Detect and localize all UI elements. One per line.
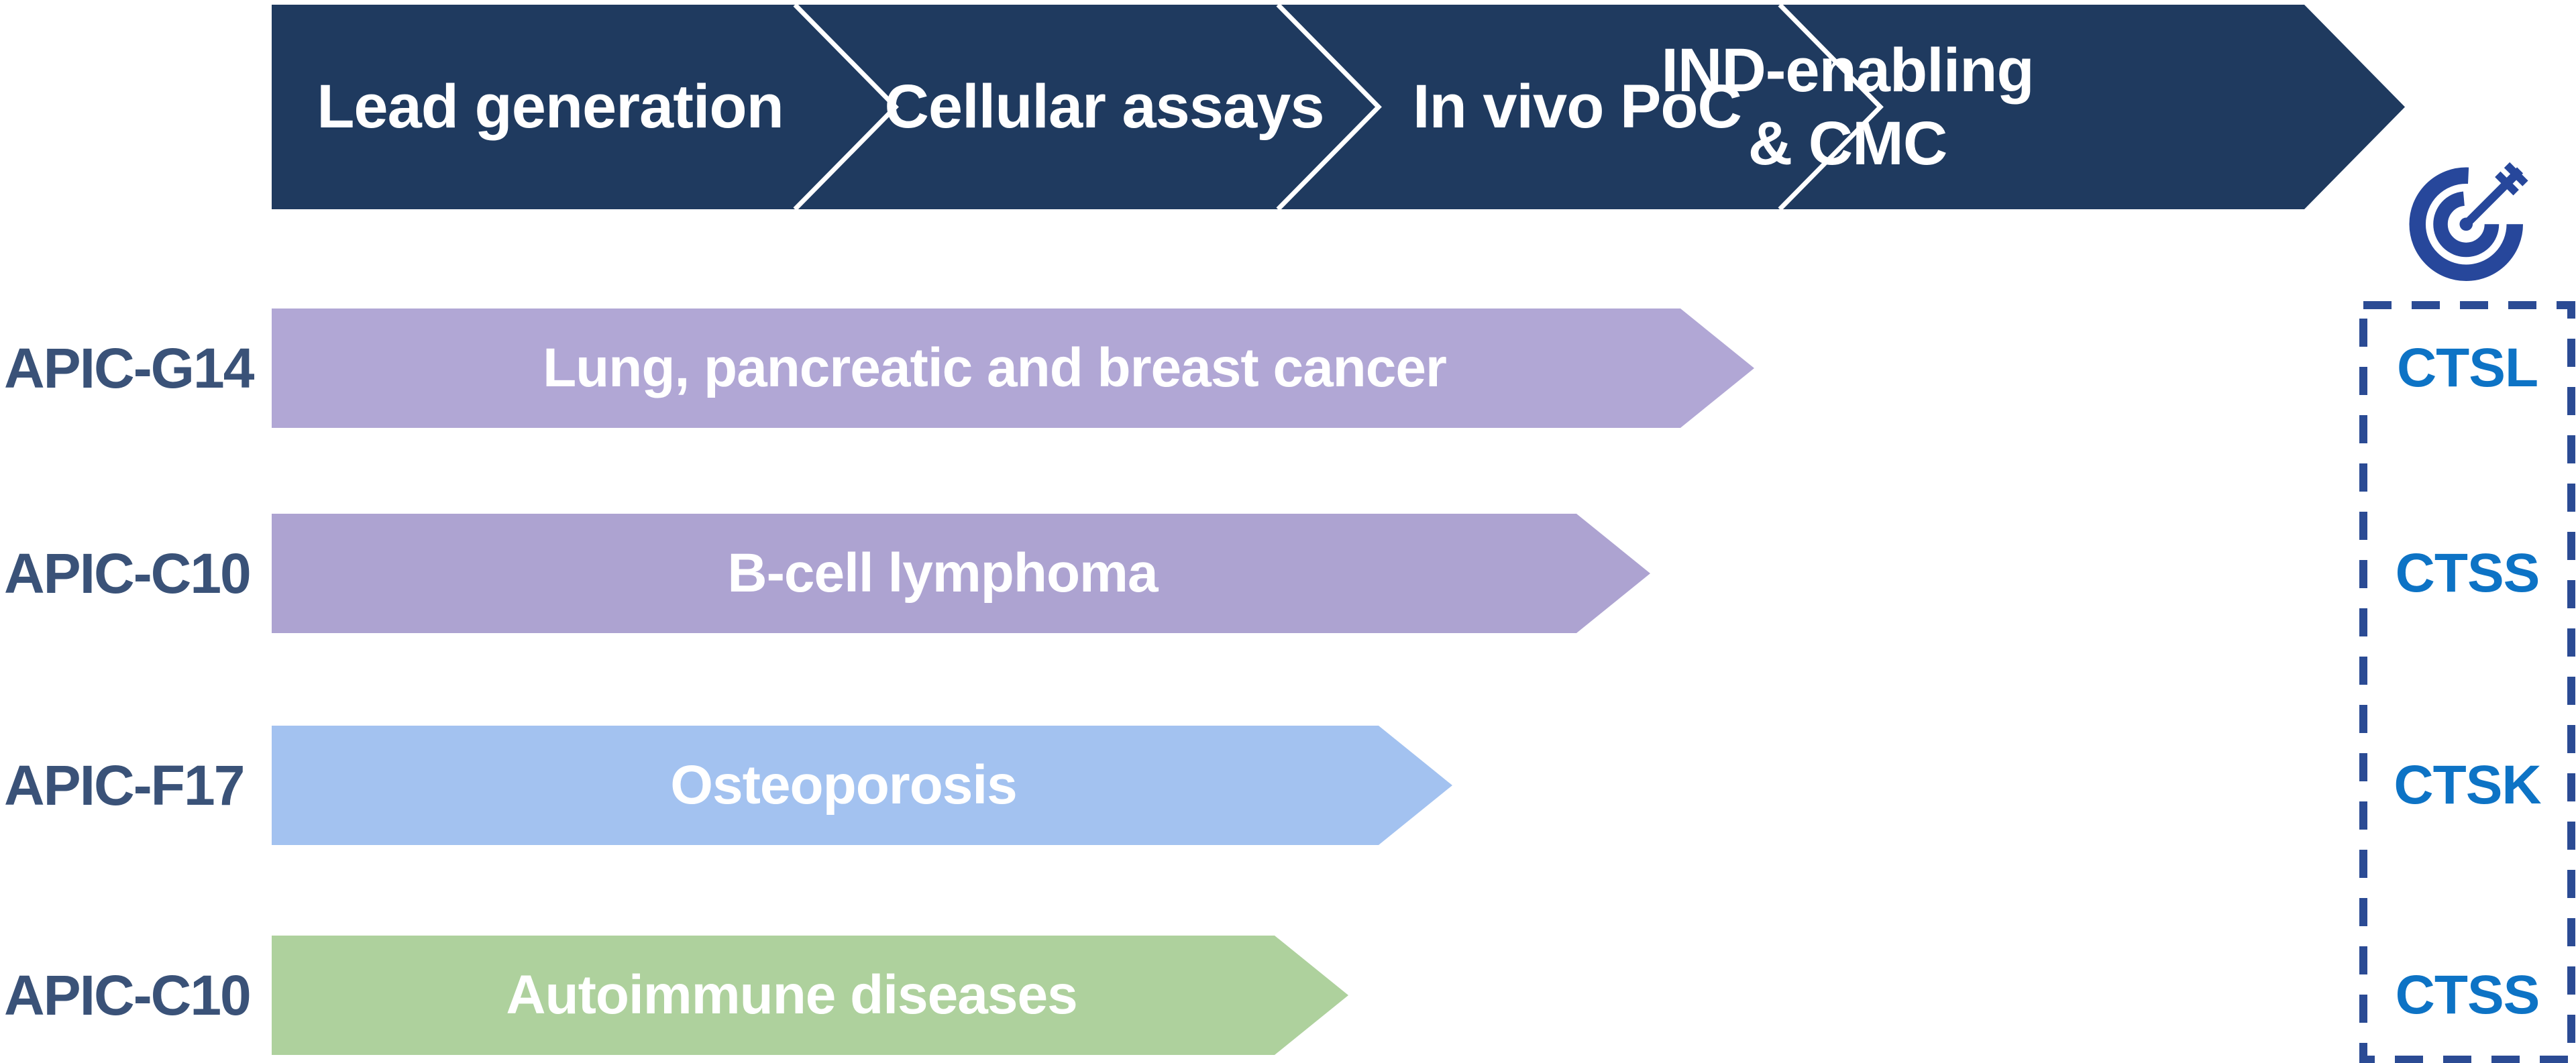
- pipeline-row: APIC-C10 Autoimmune diseases: [0, 936, 2576, 1055]
- stage-header-arrow: Lead generation Cellular assays In vivo …: [272, 5, 2405, 209]
- stage-separator-chevrons: [272, 5, 2405, 209]
- target-gene-label: CTSK: [2394, 754, 2541, 816]
- stage-cellular-assays: Cellular assays: [884, 72, 1324, 142]
- pipeline-row: APIC-C10 B-cell lymphoma: [0, 514, 2576, 633]
- program-label: APIC-F17: [4, 753, 245, 817]
- indication-label: Autoimmune diseases: [506, 964, 1077, 1025]
- program-label: APIC-G14: [4, 336, 254, 400]
- indication-bar: B-cell lymphoma: [272, 514, 1650, 633]
- indication-label: B-cell lymphoma: [727, 543, 1158, 604]
- target-gene-label: CTSL: [2396, 337, 2538, 398]
- pipeline-row: APIC-G14 Lung, pancreatic and breast can…: [0, 309, 2576, 428]
- stage-lead-generation: Lead generation: [317, 72, 784, 142]
- indication-label: Osteoporosis: [670, 754, 1017, 816]
- indication-bar: Autoimmune diseases: [272, 936, 1348, 1055]
- indication-bar: Lung, pancreatic and breast cancer: [272, 309, 1754, 428]
- stage-ind-enabling-cmc: IND-enabling & CMC: [1661, 36, 2034, 178]
- program-label: APIC-C10: [4, 541, 252, 605]
- target-column-dashed-box: [2359, 301, 2575, 1063]
- target-gene-label: CTSS: [2395, 543, 2540, 604]
- stage-in-vivo-poc: In vivo PoC: [1413, 72, 1741, 142]
- pipeline-row: APIC-F17 Osteoporosis: [0, 726, 2576, 845]
- bullseye-dart-icon: [2408, 148, 2540, 285]
- target-gene-label: CTSS: [2395, 964, 2540, 1025]
- indication-label: Lung, pancreatic and breast cancer: [543, 337, 1446, 398]
- indication-bar: Osteoporosis: [272, 726, 1452, 845]
- program-label: APIC-C10: [4, 963, 252, 1027]
